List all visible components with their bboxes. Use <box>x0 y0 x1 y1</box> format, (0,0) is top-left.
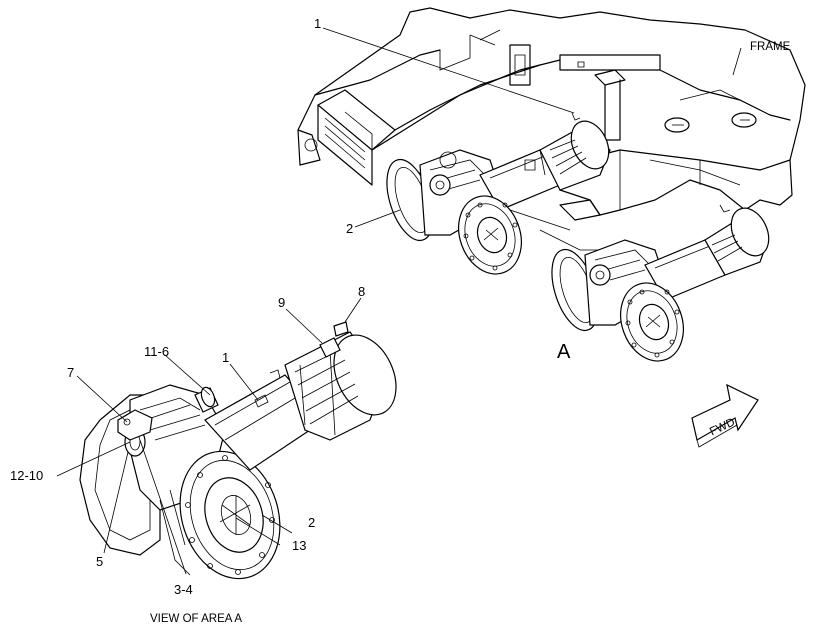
leader-lines <box>56 27 742 575</box>
callout-5: 5 <box>96 554 103 569</box>
area-a-label: A <box>557 341 571 363</box>
callout-8: 8 <box>358 284 365 299</box>
callout-13: 13 <box>292 538 306 553</box>
callout-1-top: 1 <box>314 16 321 31</box>
view-caption: VIEW OF AREA A <box>150 613 242 625</box>
frame-structure <box>297 7 806 251</box>
callout-2-detail: 2 <box>308 515 315 530</box>
callout-2-top: 2 <box>346 221 353 236</box>
callout-12-10: 12-10 <box>10 468 43 483</box>
frame-label: FRAME <box>750 41 791 53</box>
callout-11-6: 11-6 <box>144 344 169 359</box>
top-motor-front <box>386 112 611 275</box>
callout-1-detail: 1 <box>222 350 229 365</box>
detail-motor <box>79 321 397 580</box>
callout-3-4: 3-4 <box>174 582 193 597</box>
callout-7: 7 <box>67 365 74 380</box>
callout-9: 9 <box>278 295 285 310</box>
top-motor-rear <box>551 204 770 362</box>
fwd-arrow-icon: FWD <box>691 383 759 448</box>
